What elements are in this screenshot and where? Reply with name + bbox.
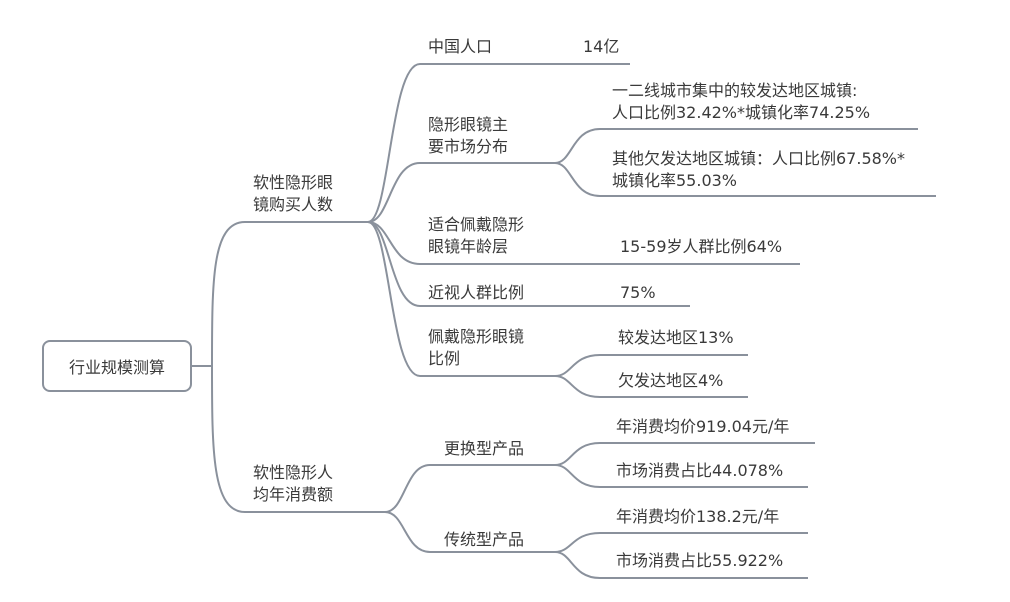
connector-buyers-wear bbox=[367, 221, 555, 377]
connector-root-spending bbox=[211, 365, 385, 513]
node-myopia-value[interactable]: 75% bbox=[620, 282, 656, 304]
node-replacement-price[interactable]: 年消费均价919.04元/年 bbox=[616, 416, 789, 438]
node-china-population[interactable]: 中国人口 bbox=[428, 36, 492, 58]
connector-traditional-share bbox=[554, 551, 808, 579]
replacement-price-value: 年消费均价919.04元/年 bbox=[616, 417, 790, 436]
connector-root-buyers bbox=[211, 221, 368, 367]
connector-spending-replacement bbox=[384, 464, 555, 513]
node-wear-developed[interactable]: 较发达地区13% bbox=[618, 327, 734, 349]
wear-ratio-label-line2: 比例 bbox=[428, 349, 461, 368]
traditional-label: 传统型产品 bbox=[444, 530, 525, 549]
connector-buyers-age bbox=[367, 221, 800, 265]
connector-distribution-developed bbox=[554, 128, 918, 164]
node-traditional-share[interactable]: 市场消费占比55.922% bbox=[616, 550, 783, 572]
node-traditional-price[interactable]: 年消费均价138.2元/年 bbox=[616, 506, 779, 528]
wear-ratio-label-line1: 佩戴隐形眼镜 bbox=[428, 327, 525, 346]
distribution-developed-line1: 一二线城市集中的较发达地区城镇: bbox=[612, 81, 858, 100]
china-population-value: 14亿 bbox=[583, 37, 620, 56]
connector-traditional-price bbox=[554, 532, 808, 553]
wear-less-developed-value: 欠发达地区4% bbox=[618, 371, 724, 390]
node-spending[interactable]: 软性隐形人 均年消费额 bbox=[253, 462, 333, 506]
root-node[interactable]: 行业规模测算 bbox=[42, 340, 192, 392]
traditional-share-value: 市场消费占比55.922% bbox=[616, 551, 784, 570]
root-label: 行业规模测算 bbox=[68, 358, 165, 377]
traditional-price-value: 年消费均价138.2元/年 bbox=[616, 507, 780, 526]
china-population-label: 中国人口 bbox=[428, 37, 493, 56]
distribution-less-line2: 城镇化率55.03% bbox=[612, 171, 738, 190]
node-replacement-product[interactable]: 更换型产品 bbox=[444, 438, 524, 460]
node-traditional-product[interactable]: 传统型产品 bbox=[444, 529, 524, 551]
connector-buyers-myopia bbox=[367, 221, 690, 307]
myopia-value: 75% bbox=[620, 283, 656, 302]
connector-replacement-share bbox=[554, 464, 808, 488]
replacement-label: 更换型产品 bbox=[444, 439, 525, 458]
connector-buyers-distribution bbox=[367, 162, 555, 223]
buyers-label-line1: 软性隐形眼 bbox=[253, 173, 334, 192]
node-china-population-value[interactable]: 14亿 bbox=[583, 36, 619, 58]
spending-label-line1: 软性隐形人 bbox=[253, 463, 334, 482]
myopia-label: 近视人群比例 bbox=[428, 283, 525, 302]
buyers-label-line2: 镜购买人数 bbox=[253, 195, 334, 214]
wear-developed-value: 较发达地区13% bbox=[618, 328, 734, 347]
connector-distribution-less bbox=[554, 162, 936, 197]
connector-wear-less bbox=[554, 375, 748, 398]
distribution-label-line2: 要市场分布 bbox=[428, 137, 509, 156]
age-group-value: 15-59岁人群比例64% bbox=[620, 237, 783, 256]
connector-spending-traditional bbox=[384, 511, 555, 553]
node-age-group[interactable]: 适合佩戴隐形 眼镜年龄层 bbox=[428, 214, 524, 258]
node-wear-less-developed[interactable]: 欠发达地区4% bbox=[618, 370, 723, 392]
distribution-less-line1: 其他欠发达地区城镇：人口比例67.58%* bbox=[612, 149, 906, 168]
node-market-distribution[interactable]: 隐形眼镜主 要市场分布 bbox=[428, 114, 508, 158]
age-group-label-line1: 适合佩戴隐形 bbox=[428, 215, 525, 234]
connector-replacement-price bbox=[554, 442, 815, 466]
distribution-developed-line2: 人口比例32.42%*城镇化率74.25% bbox=[612, 103, 871, 122]
node-buyers[interactable]: 软性隐形眼 镜购买人数 bbox=[253, 172, 333, 216]
node-wear-ratio[interactable]: 佩戴隐形眼镜 比例 bbox=[428, 326, 524, 370]
connector-wear-developed bbox=[554, 354, 748, 377]
node-distribution-less-developed[interactable]: 其他欠发达地区城镇：人口比例67.58%* 城镇化率55.03% bbox=[612, 148, 905, 192]
replacement-share-value: 市场消费占比44.078% bbox=[616, 461, 784, 480]
node-age-group-value[interactable]: 15-59岁人群比例64% bbox=[620, 236, 782, 258]
spending-label-line2: 均年消费额 bbox=[253, 485, 334, 504]
connector-buyers-population bbox=[367, 63, 630, 223]
distribution-label-line1: 隐形眼镜主 bbox=[428, 115, 509, 134]
node-distribution-developed[interactable]: 一二线城市集中的较发达地区城镇: 人口比例32.42%*城镇化率74.25% bbox=[612, 80, 870, 124]
node-myopia[interactable]: 近视人群比例 bbox=[428, 282, 524, 304]
node-replacement-share[interactable]: 市场消费占比44.078% bbox=[616, 460, 783, 482]
age-group-label-line2: 眼镜年龄层 bbox=[428, 237, 509, 256]
